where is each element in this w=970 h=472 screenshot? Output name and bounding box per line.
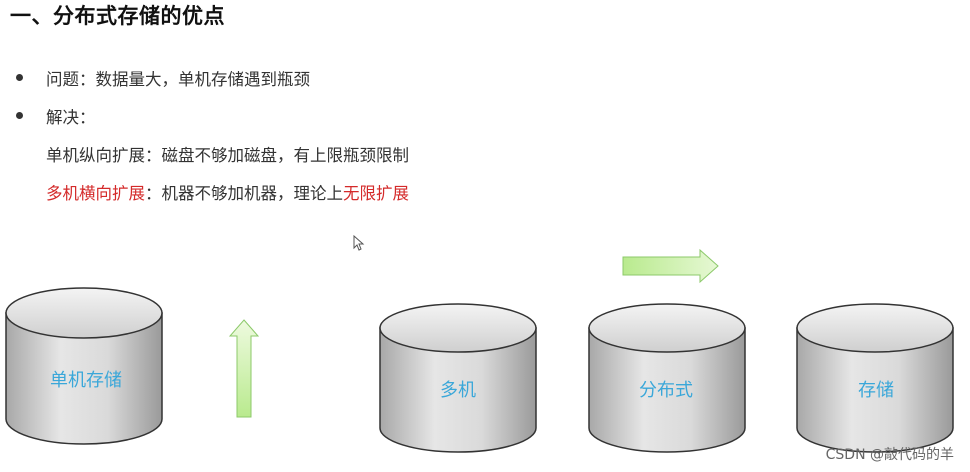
cylinder-label-single-storage: 单机存储 (50, 370, 122, 391)
cylinder-multi (379, 303, 537, 453)
bullet-dot (16, 74, 23, 81)
solution-vertical-sep: ： (145, 146, 162, 165)
solution-heading: 解决： (46, 108, 96, 127)
cylinder-single-storage (5, 287, 163, 445)
solution-vertical-desc: 磁盘不够加磁盘，有上限瓶颈限制 (161, 146, 410, 165)
cylinder-label-multi: 多机 (440, 380, 476, 401)
solution-horizontal: 多机横向扩展：机器不够加机器，理论上无限扩展 (46, 180, 409, 204)
solution-horizontal-sep: ： (145, 184, 162, 203)
cylinder-distributed (588, 303, 746, 453)
watermark: CSDN @敲代码的羊 (825, 447, 954, 463)
solution-vertical: 单机纵向扩展：磁盘不够加磁盘，有上限瓶颈限制 (46, 142, 409, 166)
cylinder-label-storage: 存储 (858, 380, 894, 401)
up-arrow-icon (228, 319, 260, 418)
mouse-cursor-icon (353, 235, 365, 251)
page-title: 一、分布式存储的优点 (10, 4, 225, 28)
cylinder-label-distributed: 分布式 (639, 380, 693, 401)
bullet-dot (16, 112, 23, 119)
solution-horizontal-name: 多机横向扩展 (46, 184, 145, 203)
right-arrow-icon (622, 248, 719, 284)
solution-horizontal-desc: 机器不够加机器，理论上 (161, 184, 344, 203)
problem-text: 问题：数据量大，单机存储遇到瓶颈 (46, 70, 310, 89)
cylinder-storage (796, 303, 954, 453)
solution-vertical-name: 单机纵向扩展 (46, 146, 145, 165)
solution-horizontal-highlight: 无限扩展 (343, 184, 409, 203)
